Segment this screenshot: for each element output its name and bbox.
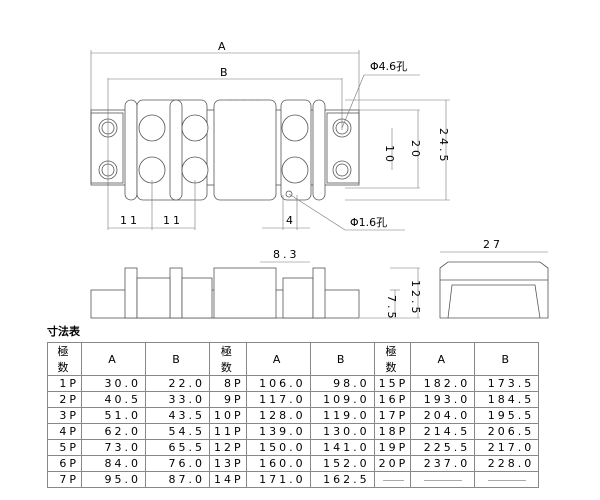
table-cell: 87.0 (145, 471, 210, 488)
hole-large-label: Φ4.6孔 (370, 60, 407, 73)
h10-label: 10 (383, 145, 396, 165)
table-cell: 9P (209, 391, 247, 408)
table-cell: 117.0 (245, 391, 311, 408)
table-cell: 150.0 (245, 439, 311, 456)
table-cell: 15P (373, 375, 412, 392)
table-cell: 228.0 (474, 455, 540, 472)
h75-label: 7.5 (385, 295, 398, 322)
table-cell: 43.5 (145, 407, 210, 424)
table-cell: 130.0 (309, 423, 375, 440)
table-cell: 2P (47, 391, 82, 408)
table-cell: 4P (47, 423, 82, 440)
table-cell: 171.0 (245, 471, 311, 488)
table-cell: 6P (47, 455, 82, 472)
table-cell: 160.0 (245, 455, 311, 472)
table-cell: 206.5 (474, 423, 540, 440)
table-cell: 30.0 (81, 375, 146, 392)
table-cell: 182.0 (410, 375, 476, 392)
table-cell: 65.5 (145, 439, 210, 456)
table-cell: 141.0 (309, 439, 375, 456)
table-cell: 128.0 (245, 407, 311, 424)
table-cell: 73.0 (81, 439, 146, 456)
table-cell: 16P (373, 391, 412, 408)
table-header: 極数 (47, 342, 82, 376)
table-cell: 62.0 (81, 423, 146, 440)
table-cell: 204.0 (410, 407, 476, 424)
table-cell: 54.5 (145, 423, 210, 440)
table-header: 極数 (209, 342, 247, 376)
table-cell: 106.0 (245, 375, 311, 392)
table-cell: 14P (209, 471, 247, 488)
table-cell: 76.0 (145, 455, 210, 472)
table-header: B (145, 342, 210, 376)
table-cell: 8P (209, 375, 247, 392)
table-cell: 12P (209, 439, 247, 456)
table-cell: 51.0 (81, 407, 146, 424)
table-cell: 1P (47, 375, 82, 392)
pitch-2-label: 11 (163, 214, 183, 227)
table-cell: 173.5 (474, 375, 540, 392)
table-cell: 225.5 (410, 439, 476, 456)
offset-label: 4 (286, 214, 296, 227)
hole-small-label: Φ1.6孔 (350, 216, 387, 229)
table-cell: 152.0 (309, 455, 375, 472)
table-header: B (474, 342, 540, 376)
table-cell: 162.5 (309, 471, 375, 488)
end-view (439, 261, 549, 319)
h245-label: 24.5 (437, 128, 450, 165)
dimension-table-title: 寸法表 (47, 325, 80, 338)
table-cell: 10P (209, 407, 247, 424)
table-cell: 5P (47, 439, 82, 456)
table-cell: 98.0 (309, 375, 375, 392)
table-cell: 184.5 (474, 391, 540, 408)
table-cell: 20P (373, 455, 412, 472)
table-cell: 84.0 (81, 455, 146, 472)
table-header: A (81, 342, 146, 376)
table-cell: 214.5 (410, 423, 476, 440)
table-cell: 17P (373, 407, 412, 424)
table-cell: 109.0 (309, 391, 375, 408)
table-cell: 119.0 (309, 407, 375, 424)
table-cell: 195.5 (474, 407, 540, 424)
table-cell: 33.0 (145, 391, 210, 408)
dim-b-label: B (220, 66, 231, 79)
h125-label: 12.5 (409, 280, 422, 317)
table-header: B (309, 342, 375, 376)
table-header: 極数 (373, 342, 412, 376)
table-cell: 3P (47, 407, 82, 424)
terminal-poles (124, 99, 326, 201)
table-cell: 19P (373, 439, 412, 456)
table-cell: 217.0 (474, 439, 540, 456)
table-cell: 22.0 (145, 375, 210, 392)
table-cell: 18P (373, 423, 412, 440)
table-cell (410, 471, 476, 488)
table-header: A (410, 342, 476, 376)
table-cell: 11P (209, 423, 247, 440)
table-cell: 40.5 (81, 391, 146, 408)
h20-label: 20 (409, 140, 422, 160)
table-cell: 193.0 (410, 391, 476, 408)
table-cell (474, 471, 540, 488)
table-cell: 139.0 (245, 423, 311, 440)
w83-label: 8.3 (273, 248, 300, 261)
table-cell: 7P (47, 471, 82, 488)
pitch-1-label: 11 (120, 214, 140, 227)
table-cell: 237.0 (410, 455, 476, 472)
table-header: A (245, 342, 311, 376)
dim-a-label: A (218, 40, 229, 53)
mount-hole (332, 118, 352, 138)
table-cell: 95.0 (81, 471, 146, 488)
w27-label: 27 (483, 238, 503, 251)
table-cell (373, 471, 412, 488)
table-cell: 13P (209, 455, 247, 472)
